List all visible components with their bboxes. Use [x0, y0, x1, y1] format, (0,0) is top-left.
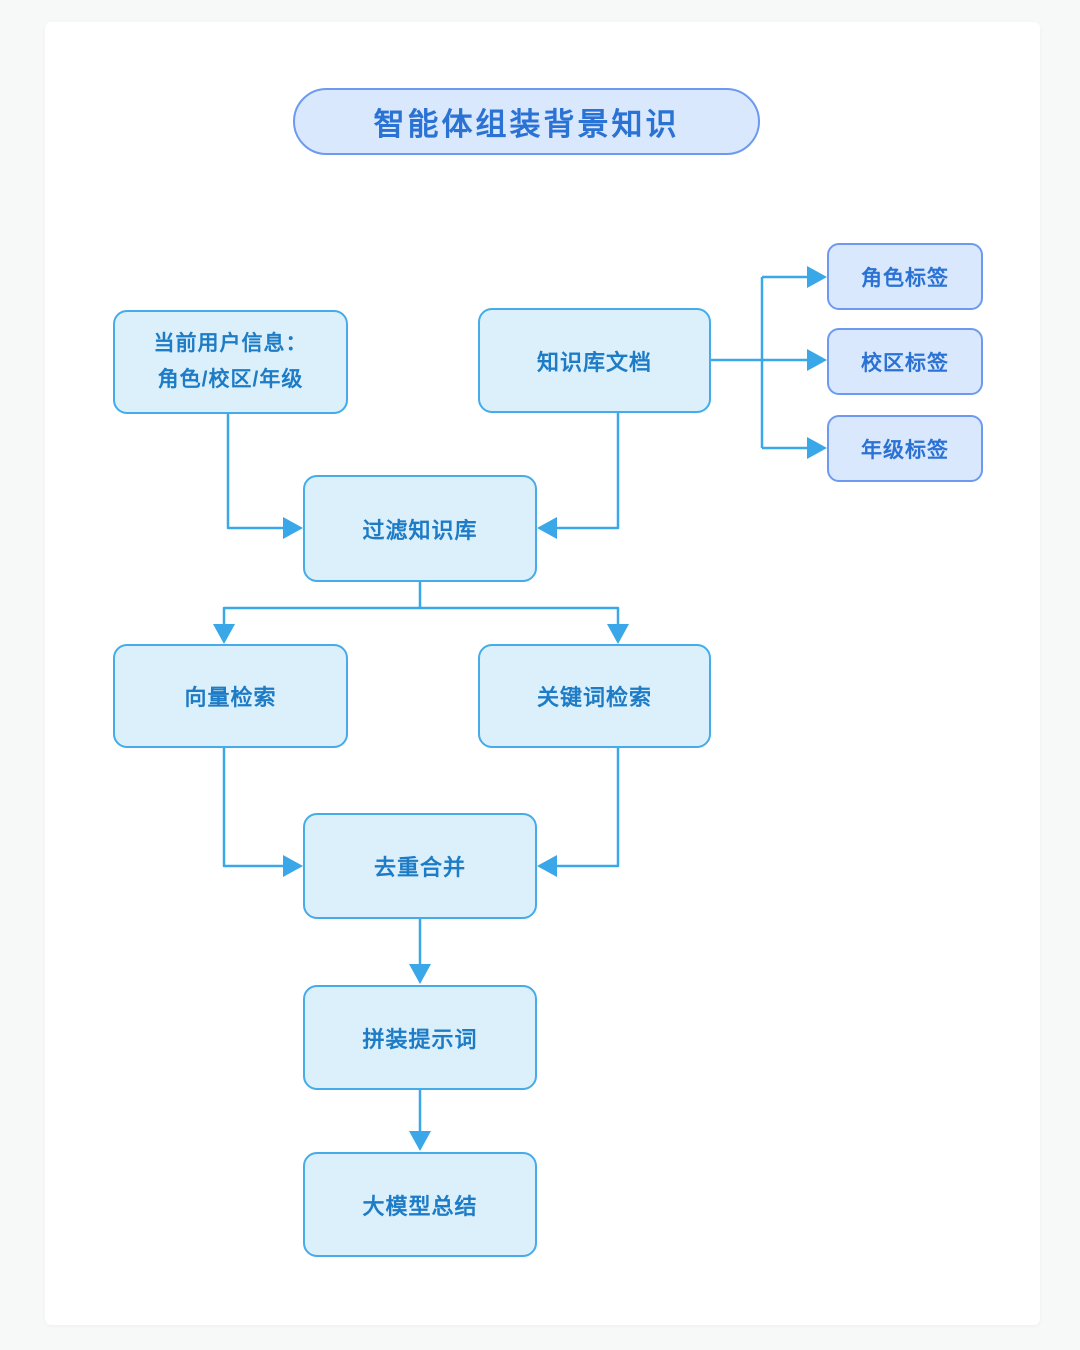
- connector-kbdoc-to-filter: [556, 413, 620, 530]
- node-kb-doc: 知识库文档: [478, 308, 711, 413]
- connector-userinfo-to-filter: [226, 414, 284, 530]
- diagram-title: 智能体组装背景知识: [293, 88, 760, 155]
- connector-keyword-to-dedup: [556, 748, 620, 868]
- arrowhead-icon: [283, 517, 303, 539]
- diagram-title-label: 智能体组装背景知识: [373, 107, 680, 142]
- node-assemble-prompt-label: 拼装提示词: [362, 1026, 478, 1052]
- node-tag-role: 角色标签: [827, 243, 983, 310]
- node-dedup-merge-label: 去重合并: [373, 855, 466, 880]
- node-keyword-search: 关键词检索: [478, 644, 711, 748]
- connector-kbdoc-to-tags-trunk: [711, 275, 807, 450]
- node-kb-doc-label: 知识库文档: [536, 349, 652, 375]
- arrowhead-icon: [807, 266, 827, 288]
- node-keyword-search-label: 关键词检索: [536, 685, 652, 710]
- node-vector-search-label: 向量检索: [184, 685, 277, 710]
- arrowhead-icon: [409, 964, 431, 984]
- connector-vector-to-dedup: [222, 748, 284, 868]
- arrowhead-icon: [283, 855, 303, 877]
- arrowhead-icon: [213, 624, 235, 644]
- arrowhead-icon: [807, 437, 827, 459]
- node-filter-kb: 过滤知识库: [303, 475, 537, 582]
- arrowhead-icon: [607, 624, 629, 644]
- connector-filter-split: [222, 582, 620, 626]
- node-tag-campus-label: 校区标签: [861, 351, 949, 375]
- node-llm-summary-label: 大模型总结: [362, 1193, 478, 1219]
- node-user-info: 当前用户信息： 角色/校区/年级: [113, 310, 348, 414]
- node-tag-grade-label: 年级标签: [861, 438, 949, 462]
- node-llm-summary: 大模型总结: [303, 1152, 537, 1257]
- node-vector-search: 向量检索: [113, 644, 348, 748]
- arrowhead-icon: [409, 1131, 431, 1151]
- arrowhead-icon: [807, 349, 827, 371]
- node-tag-grade: 年级标签: [827, 415, 983, 482]
- node-assemble-prompt: 拼装提示词: [303, 985, 537, 1090]
- node-tag-role-label: 角色标签: [861, 266, 949, 290]
- arrowhead-icon: [537, 855, 557, 877]
- node-user-info-line2: 角色/校区/年级: [157, 368, 304, 391]
- node-user-info-line1: 当前用户信息：: [153, 332, 308, 355]
- node-dedup-merge: 去重合并: [303, 813, 537, 919]
- arrowhead-icon: [537, 517, 557, 539]
- node-filter-kb-label: 过滤知识库: [362, 517, 478, 543]
- node-tag-campus: 校区标签: [827, 328, 983, 395]
